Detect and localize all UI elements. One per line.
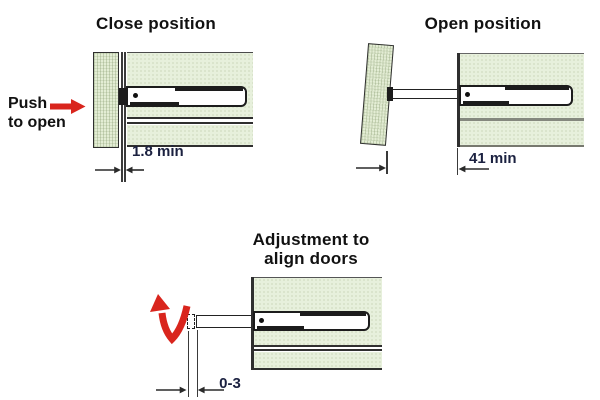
dimension-arrowhead-right-icon xyxy=(379,164,386,172)
adjustment-range-dimension-label: 0-3 xyxy=(219,375,241,392)
close-latch-plunger-cap xyxy=(119,88,127,105)
dimension-arrowhead-right-icon xyxy=(114,166,121,174)
open-dimension-arrows xyxy=(356,167,489,170)
adjustment-extension-line-right xyxy=(196,330,199,397)
dimension-arrowhead-right-icon xyxy=(179,386,187,394)
push-to-open-label-line2: to open xyxy=(8,114,66,131)
open-plunger-cap xyxy=(387,87,393,101)
close-latch-top-edge xyxy=(175,88,243,91)
adjustment-dashed-tip xyxy=(186,314,195,329)
dimension-arrowhead-left-icon xyxy=(458,165,466,173)
open-plunger-rod xyxy=(391,89,458,99)
open-latch-unit xyxy=(459,85,573,106)
push-to-open-label: Push to open xyxy=(8,94,66,132)
close-position-title: Close position xyxy=(96,14,216,33)
open-cabinet-front-edge xyxy=(457,53,460,147)
screw-icon xyxy=(133,93,138,98)
close-gap-line-left xyxy=(121,52,123,182)
close-gap-line-right xyxy=(124,52,126,182)
open-latch-bottom-edge xyxy=(463,101,510,104)
adjustment-latch-bottom-edge xyxy=(257,326,305,329)
open-latch-top-edge xyxy=(505,87,569,90)
screw-icon xyxy=(259,318,264,323)
open-cabinet-extension-line xyxy=(456,148,459,175)
dimension-arrowhead-left-icon xyxy=(125,166,133,174)
close-door-panel xyxy=(93,52,119,148)
dimension-arrowhead-left-icon xyxy=(197,386,205,394)
open-cabinet-bottom-panel xyxy=(459,120,584,147)
close-cabinet-bottom-panel xyxy=(127,125,253,147)
adjustment-extension-line-left xyxy=(187,331,189,397)
adjustment-plunger-rod xyxy=(196,314,253,328)
close-cabinet-shelf-edge xyxy=(127,117,253,124)
adjustment-latch-unit xyxy=(253,311,370,331)
adjustment-latch-top-edge xyxy=(300,313,366,316)
adjustment-cabinet-front-edge xyxy=(251,277,254,370)
screw-icon xyxy=(465,92,470,97)
close-gap-dimension-label: 1.8 min xyxy=(132,143,184,160)
adjustment-title-line2: align doors xyxy=(264,249,358,268)
adjustment-title: Adjustment to align doors xyxy=(240,230,382,268)
open-depth-dimension-label: 41 min xyxy=(469,150,517,167)
adjustment-cabinet-bottom-panel xyxy=(253,352,382,370)
adjustment-title-line1: Adjustment to xyxy=(252,230,370,249)
close-latch-unit xyxy=(126,86,247,107)
open-cabinet-shelf-edge xyxy=(459,117,584,121)
adjustment-cabinet-shelf-edge xyxy=(253,345,382,352)
rotate-arrow-icon xyxy=(150,294,191,345)
push-to-open-label-line1: Push xyxy=(8,95,48,112)
close-cabinet-top-panel xyxy=(127,52,253,118)
open-door-extension-line xyxy=(386,151,388,174)
close-latch-bottom-edge xyxy=(130,102,180,105)
open-position-title: Open position xyxy=(424,14,542,33)
